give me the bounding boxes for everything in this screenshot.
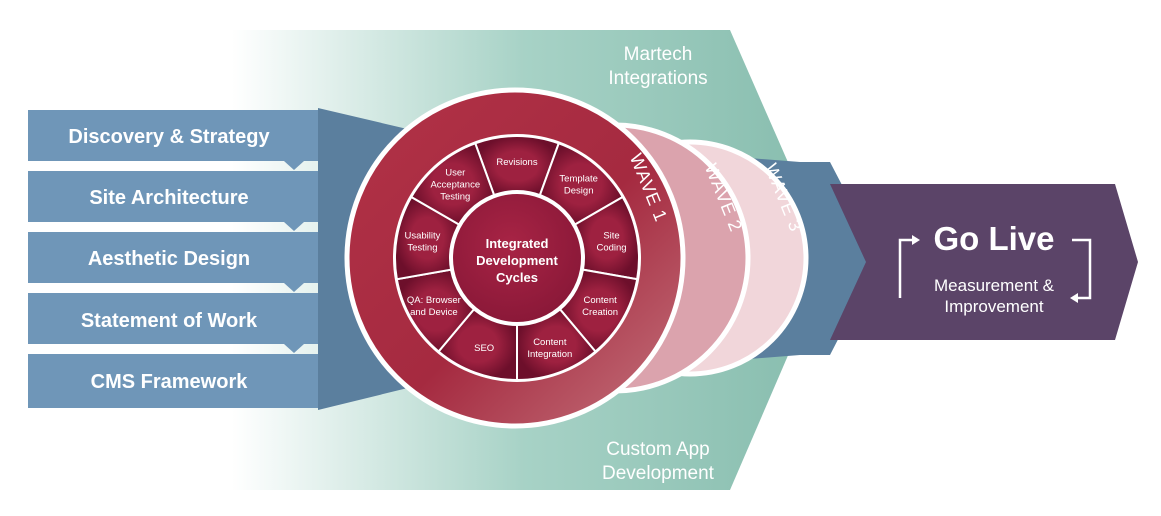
- cycle-segment-label: Integration: [527, 349, 572, 360]
- cycle-segment-label: Content: [533, 337, 567, 348]
- phase-box-site-architecture: Site Architecture: [28, 171, 318, 231]
- cycle-segment-label: Creation: [582, 307, 618, 318]
- cycle-segment-label: Template: [559, 173, 598, 184]
- cycle-segment-label: Usability: [405, 230, 441, 241]
- phase-label: Discovery & Strategy: [68, 126, 270, 148]
- phase-box-statement-of-work: Statement of Work: [28, 293, 318, 353]
- cycle-segment-label: User: [445, 167, 465, 178]
- phase-box-aesthetic-design: Aesthetic Design: [28, 232, 318, 292]
- cycle-segment-label: Revisions: [496, 157, 537, 168]
- integrations-top-line-1: Martech: [624, 44, 693, 65]
- go-live-subtitle-line-1: Measurement &: [934, 276, 1055, 295]
- integrations-bottom-line-2: Development: [602, 463, 715, 484]
- phase-label: CMS Framework: [91, 371, 249, 393]
- go-live-title: Go Live: [933, 220, 1054, 257]
- phase-box-cms-framework: CMS Framework: [28, 354, 318, 408]
- center-line-3: Cycles: [496, 270, 538, 285]
- cycle-segment-label: Design: [564, 185, 594, 196]
- cycle-segment-label: QA: Browser: [407, 295, 461, 306]
- cycle-segment-label: Coding: [596, 242, 626, 253]
- phase-label: Site Architecture: [89, 187, 248, 209]
- cycle-segment-label: Acceptance: [430, 179, 480, 190]
- cycle-segment-label: and Device: [410, 307, 458, 318]
- phase-label: Aesthetic Design: [88, 248, 250, 270]
- phase-box-discovery: Discovery & Strategy: [28, 110, 318, 170]
- cycle-segment-label: Site: [603, 230, 619, 241]
- integrations-bottom-line-1: Custom App: [606, 439, 710, 460]
- go-live-arrow: Go Live Measurement & Improvement: [830, 184, 1138, 340]
- phase-label: Statement of Work: [81, 310, 258, 332]
- cycle-segment-label: SEO: [474, 343, 494, 354]
- cycle-segment-label: Content: [583, 295, 617, 306]
- loop-arrow-icon: [898, 235, 1092, 303]
- cycle-segment-label: Testing: [440, 191, 470, 202]
- center-hub: Integrated Development Cycles: [449, 190, 585, 326]
- phase-list: Discovery & Strategy Site Architecture A…: [28, 110, 318, 408]
- integrations-top-line-2: Integrations: [608, 68, 707, 89]
- cycle-segment-label: Testing: [407, 242, 437, 253]
- center-line-2: Development: [476, 253, 558, 268]
- go-live-subtitle-line-2: Improvement: [944, 297, 1043, 316]
- center-line-1: Integrated: [486, 236, 549, 251]
